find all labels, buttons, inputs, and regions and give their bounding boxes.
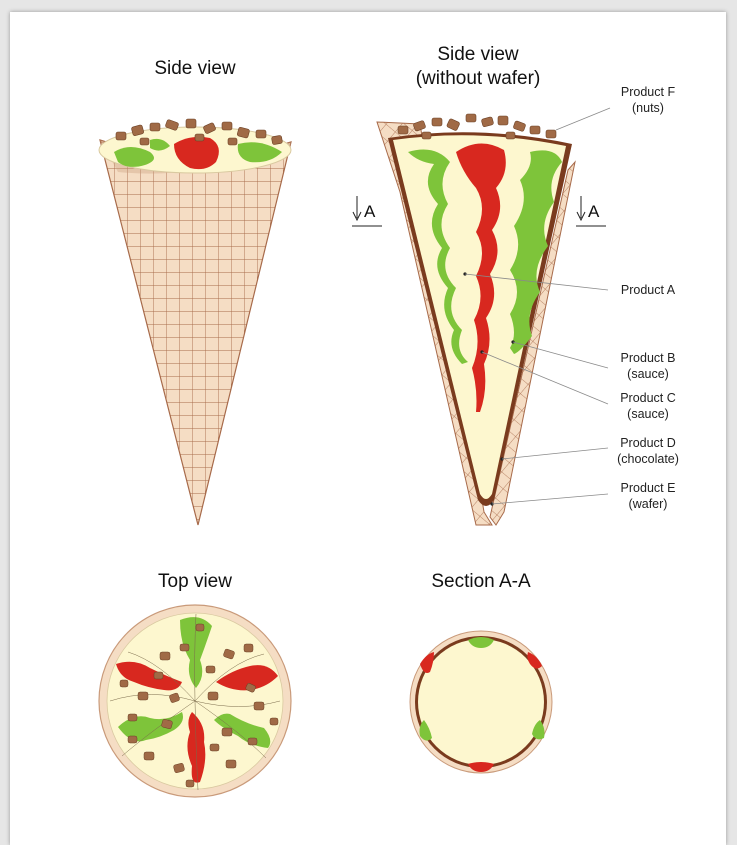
- side-view-title: Side view: [154, 58, 236, 79]
- side-view-no-wafer-subtitle: (without wafer): [416, 68, 541, 89]
- cone-diagram: Side view Side view (without wafer) Top …: [10, 12, 726, 845]
- section-a-a-circle: [410, 631, 552, 773]
- section-marker-right-label: A: [588, 202, 600, 221]
- product-b-desc: (sauce): [627, 367, 669, 381]
- product-c-desc: (sauce): [627, 407, 669, 421]
- product-c-label: Product C (sauce): [620, 391, 676, 421]
- top-view-title: Top view: [158, 571, 232, 592]
- product-e-desc: (wafer): [629, 497, 668, 511]
- diagram-canvas: Side view Side view (without wafer) Top …: [10, 12, 726, 845]
- side-view-no-wafer-title: Side view: [437, 44, 519, 65]
- product-d-label: Product D (chocolate): [617, 436, 679, 466]
- section-marker-left-label: A: [364, 202, 376, 221]
- product-a-name: Product A: [621, 283, 676, 297]
- product-f-name: Product F: [621, 85, 676, 99]
- product-e-label: Product E (wafer): [621, 481, 676, 511]
- section-marker-right: A: [576, 196, 606, 226]
- product-b-label: Product B (sauce): [621, 351, 676, 381]
- product-d-desc: (chocolate): [617, 452, 679, 466]
- product-d-name: Product D: [620, 436, 676, 450]
- product-f-label: Product F (nuts): [621, 85, 676, 115]
- side-view-cone: [99, 119, 291, 525]
- section-title: Section A-A: [431, 571, 531, 592]
- product-e-name: Product E: [621, 481, 676, 495]
- top-view-circle: [99, 605, 291, 797]
- side-view-no-wafer-cone: [377, 114, 575, 525]
- product-f-desc: (nuts): [632, 101, 664, 115]
- product-b-name: Product B: [621, 351, 676, 365]
- product-c-name: Product C: [620, 391, 676, 405]
- product-a-label: Product A: [621, 283, 676, 297]
- section-marker-left: A: [352, 196, 382, 226]
